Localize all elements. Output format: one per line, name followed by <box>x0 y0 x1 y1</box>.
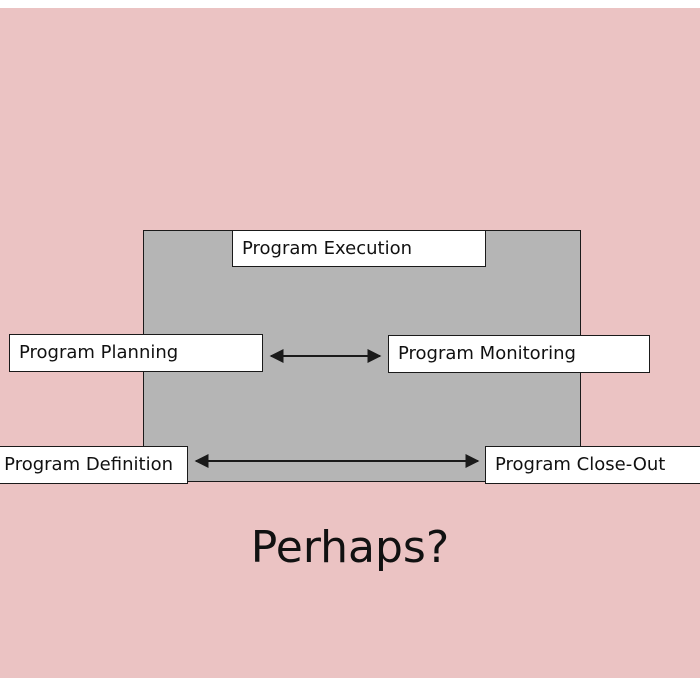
node-program-planning: Program Planning <box>9 334 263 372</box>
node-label: Program Monitoring <box>398 343 576 364</box>
node-program-close-out: Program Close-Out <box>485 446 700 484</box>
node-program-execution: Program Execution <box>232 230 486 267</box>
node-label: Program Definition <box>4 454 173 475</box>
node-program-monitoring: Program Monitoring <box>388 335 650 373</box>
node-label: Program Execution <box>242 237 412 259</box>
slide-canvas: Program Execution Program Planning Progr… <box>0 8 700 678</box>
caption-text: Perhaps? <box>250 522 450 573</box>
node-program-definition: Program Definition <box>0 446 188 484</box>
connector-layer <box>194 349 480 468</box>
node-label: Program Planning <box>19 342 179 363</box>
node-label: Program Close-Out <box>495 454 666 475</box>
